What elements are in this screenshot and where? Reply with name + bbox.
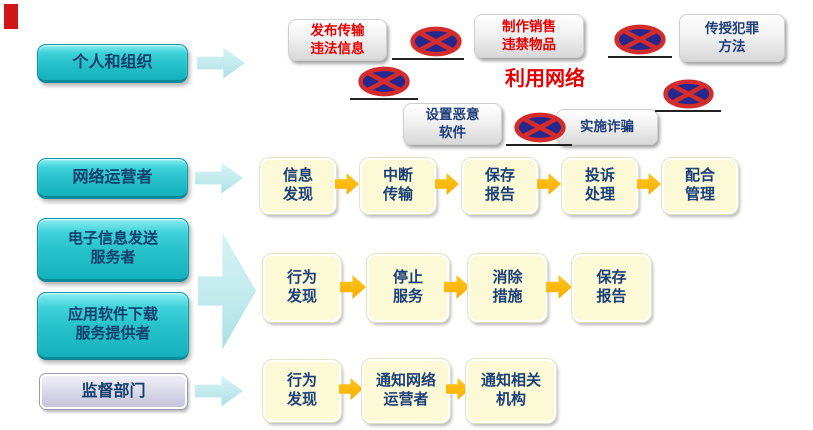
entity-box-supervisory-department: 监督部门 [40,374,187,409]
flow-step-stop-service: 停止 服务 [367,254,449,322]
step-label: 消除 措施 [492,269,523,305]
no-stopping-icon [614,24,666,55]
violation-label: 传授犯罪 方法 [705,21,759,54]
right-arrow-big-icon [198,232,256,350]
violation-box-publish-illegal-info: 发布传输 违法信息 [288,19,387,61]
flow-step-eliminate-measures: 消除 措施 [468,254,547,322]
entity-box-network-operators: 网络运营者 [37,158,188,199]
underline [392,58,464,60]
step-label: 配合 管理 [684,167,715,203]
flow-step-cooperate-management: 配合 管理 [662,158,738,214]
step-label: 信息 发现 [282,167,313,203]
step-label: 行为 发现 [286,269,317,305]
right-arrow-icon [195,375,243,407]
violation-box-fraud: 实施诈骗 [556,109,658,145]
flow-step-save-report: 保存 报告 [462,158,538,214]
step-label: 停止 服务 [392,269,423,305]
no-stopping-icon [514,112,566,143]
violation-box-teach-crime-methods: 传授犯罪 方法 [679,14,785,62]
step-label: 通知相关 机构 [480,372,541,408]
flow-step-interrupt-transmission: 中断 传输 [360,158,436,214]
entity-label: 应用软件下载 服务提供者 [67,306,158,342]
flow-arrow-icon [340,275,366,299]
underline [608,56,672,58]
red-corner-mark [4,4,18,29]
flow-step-notify-network-operator: 通知网络 运营者 [362,359,450,423]
flow-step-save-report: 保存 报告 [572,254,651,322]
flow-step-complaint-handling: 投诉 处理 [562,158,638,214]
no-stopping-icon [663,79,714,109]
violation-box-malware: 设置恶意 软件 [403,103,502,145]
underline [350,98,418,100]
right-arrow-icon [197,47,245,79]
step-label: 行为 发现 [286,372,317,408]
flow-step-notify-relevant-agencies: 通知相关 机构 [466,359,556,423]
violation-label: 实施诈骗 [580,119,634,135]
entity-label: 个人和组织 [72,53,153,71]
violation-label: 设置恶意 软件 [425,107,480,140]
violation-label: 制作销售 违禁物品 [502,19,556,52]
step-label: 保存 报告 [596,269,627,305]
step-label: 中断 传输 [382,167,413,203]
entity-label: 监督部门 [81,382,146,400]
violation-box-make-sell-prohibited-items: 制作销售 违禁物品 [474,14,584,58]
no-stopping-icon [410,26,462,57]
right-arrow-icon [195,162,243,194]
entity-box-einfo-sending-service: 电子信息发送 服务者 [37,218,189,282]
underline [506,144,572,146]
entity-box-individuals-orgs: 个人和组织 [37,44,188,83]
flow-arrow-icon [537,172,561,196]
step-label: 通知网络 运营者 [375,372,436,408]
entity-label: 电子信息发送 服务者 [67,230,158,266]
flow-arrow-icon [335,172,359,196]
entity-label: 网络运营者 [72,168,153,186]
flow-arrow-icon [637,172,661,196]
step-label: 投诉 处理 [584,167,615,203]
flow-arrow-icon [546,275,572,299]
use-network-label: 利用网络 [505,68,585,90]
no-stopping-icon [358,66,410,97]
underline [655,110,721,112]
step-label: 保存 报告 [484,167,515,203]
flow-step-info-discovery: 信息 发现 [260,158,336,214]
flow-arrow-icon [339,377,363,401]
violation-label: 发布传输 违法信息 [310,23,365,56]
flow-step-behavior-discovery: 行为 发现 [263,254,341,322]
flow-step-behavior-discovery: 行为 发现 [263,360,341,422]
flow-arrow-icon [435,172,459,196]
entity-box-app-download-service: 应用软件下载 服务提供者 [37,292,189,360]
